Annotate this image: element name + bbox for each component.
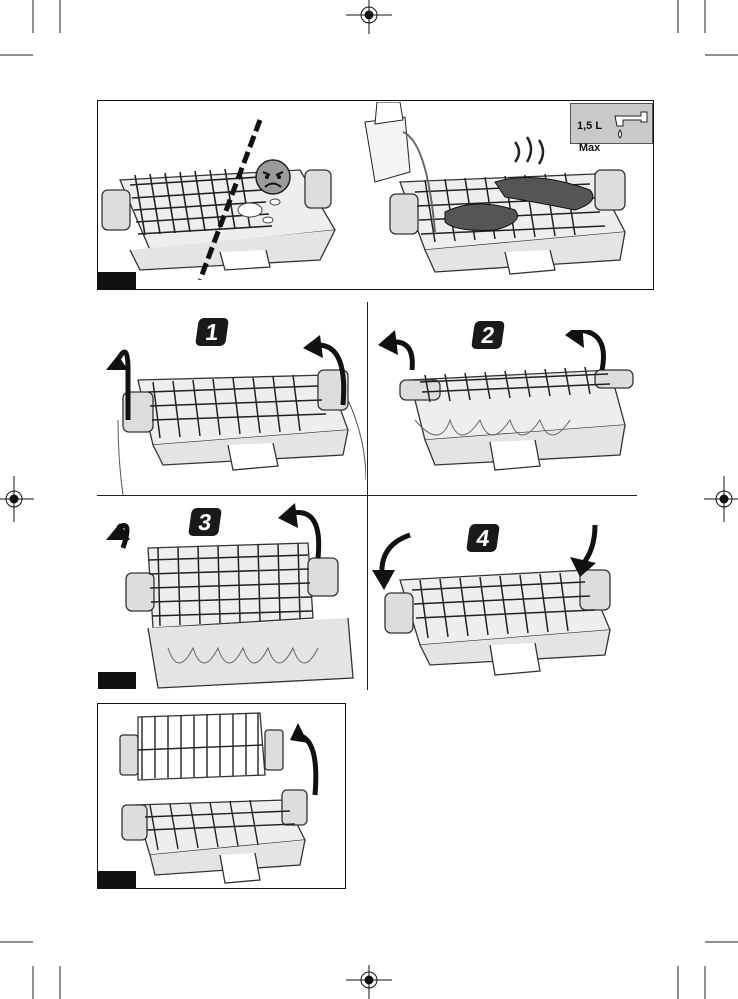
angry-face-icon [253, 158, 293, 196]
water-capacity-value: 1,5 L [577, 120, 602, 132]
grill-illustration-dry [100, 110, 350, 280]
step-4-illustration [370, 525, 638, 690]
step-1-illustration [98, 330, 366, 495]
grill-lid-illustration [110, 705, 340, 885]
registration-mark-icon [346, 965, 392, 999]
water-capacity-box: 1,5 L Max [570, 103, 653, 144]
water-capacity-max: Max [579, 142, 600, 154]
registration-mark-icon [0, 476, 34, 522]
registration-mark-icon [346, 0, 392, 34]
step-2-illustration [370, 330, 638, 495]
steps-grid-vline [367, 302, 368, 690]
registration-mark-icon [704, 476, 738, 522]
step-3-illustration [98, 498, 366, 690]
steps-grid-hline [97, 495, 637, 496]
faucet-water-icon [611, 108, 651, 140]
